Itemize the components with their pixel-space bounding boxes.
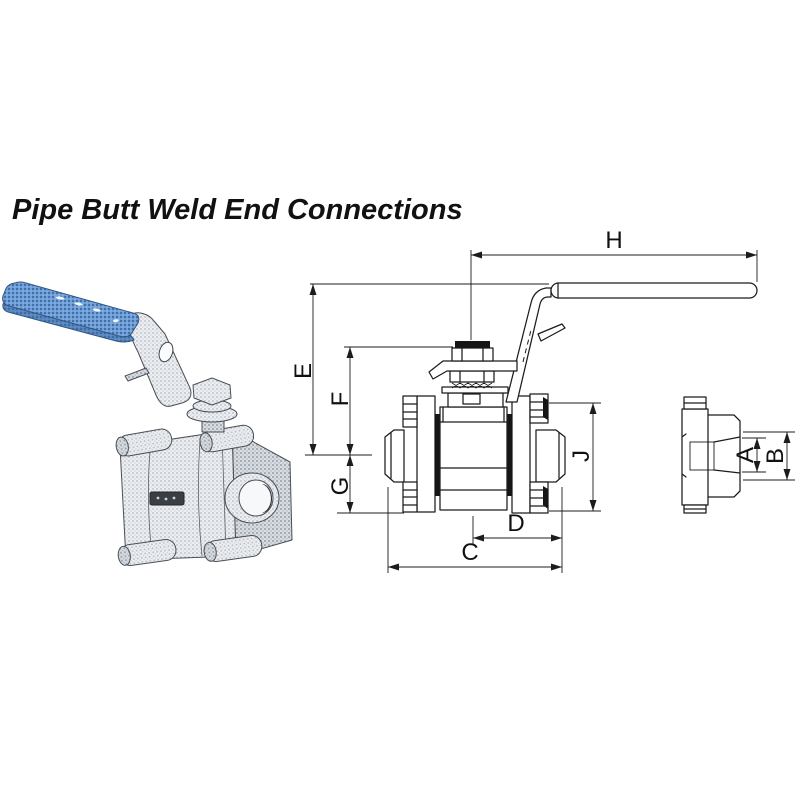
grip-marking — [55, 296, 65, 300]
dimension-a: A — [732, 437, 766, 473]
dimension-f: F — [327, 346, 453, 455]
stem-assembly-3d — [186, 377, 238, 433]
handle-latch — [537, 323, 566, 342]
dimension-j: J — [549, 402, 601, 512]
front-view: H E F — [290, 227, 758, 573]
handle-grip-3d — [2, 281, 140, 343]
grip-marking — [112, 319, 119, 323]
dim-label-h: H — [605, 227, 622, 254]
grip-marking — [92, 308, 101, 312]
product-illustration — [2, 281, 293, 566]
dim-label-a: A — [732, 447, 759, 463]
dimension-b: B — [743, 431, 795, 481]
side-weld-end — [689, 414, 741, 498]
stem-pin — [124, 367, 150, 382]
stem-cap — [455, 341, 490, 348]
dimension-g: G — [327, 455, 404, 514]
left-pipe-stub — [384, 429, 405, 483]
dim-label-b: B — [762, 448, 789, 464]
port-shadow — [262, 484, 273, 513]
side-view: A B — [681, 396, 795, 514]
dim-label-f: F — [327, 392, 354, 407]
valve-body — [439, 406, 508, 511]
dim-label-d: D — [507, 510, 524, 537]
stem-assembly — [428, 341, 518, 408]
side-flange — [681, 396, 709, 514]
dimension-d: D — [472, 510, 562, 545]
left-end-cap — [402, 395, 436, 513]
dim-label-c: C — [461, 539, 478, 566]
lever-handle — [505, 282, 758, 403]
handle-grip-top — [2, 281, 140, 338]
page-title: Pipe Butt Weld End Connections — [12, 194, 463, 226]
bolt-boss — [203, 535, 263, 563]
right-end-cap — [511, 393, 549, 514]
valve-body-3d — [115, 424, 293, 566]
body-gasket — [435, 414, 440, 496]
spring-washers — [451, 382, 493, 389]
bolt-boss — [117, 538, 177, 566]
bracket-hole — [158, 341, 174, 363]
dim-label-e: E — [290, 363, 317, 379]
dim-label-j: J — [568, 450, 595, 462]
dimension-h: H — [470, 227, 758, 340]
gland-nut — [449, 370, 495, 383]
stop-plate — [428, 360, 518, 380]
stem-nut — [451, 347, 494, 362]
dimension-c: C — [387, 487, 563, 573]
body-gasket — [507, 414, 512, 496]
grip-marking — [74, 302, 83, 306]
dim-label-g: G — [327, 477, 354, 496]
right-pipe-stub — [535, 429, 566, 483]
bolt-boss — [115, 428, 173, 457]
dimension-e: E — [290, 283, 549, 456]
handle-bracket-3d — [124, 312, 192, 407]
handle-grip — [550, 282, 758, 299]
